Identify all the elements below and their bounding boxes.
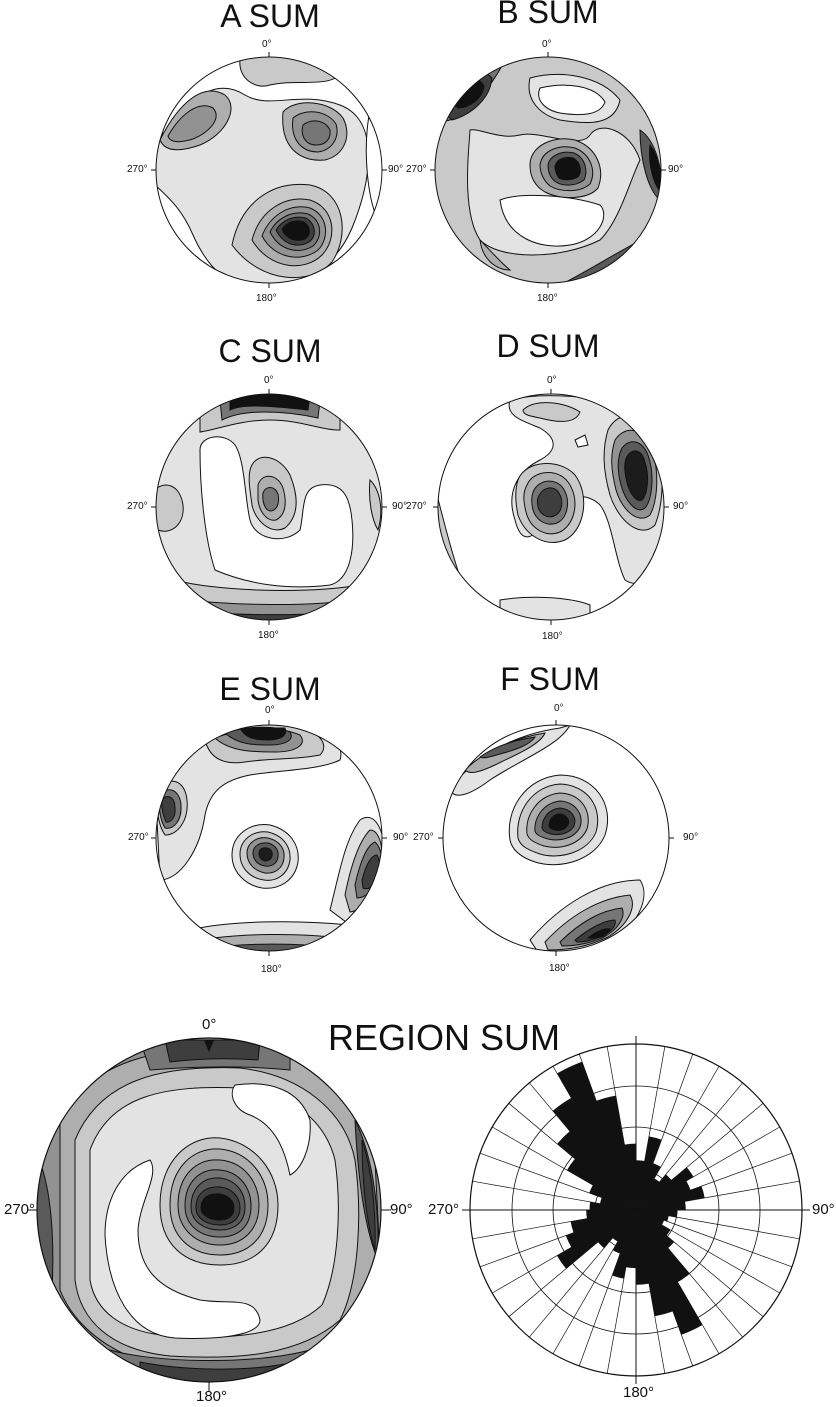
rose-petal (589, 1201, 636, 1210)
rose-petal (636, 1210, 703, 1335)
net-d-title: D SUM (496, 328, 600, 364)
rose-petal (636, 1180, 691, 1210)
net-c-title: C SUM (218, 333, 322, 369)
rose-petal (636, 1210, 671, 1236)
rose-petal (589, 1185, 636, 1210)
region-contour-label-e: 90° (390, 1201, 413, 1218)
net-b-label-w: 270° (406, 164, 427, 175)
net-a-label-w: 270° (127, 164, 148, 175)
rose-petal (566, 1158, 636, 1210)
net-a-label-n: 0° (262, 39, 272, 50)
net-a-label-s: 180° (256, 293, 277, 304)
rose-petal (597, 1210, 636, 1249)
net-c (155, 393, 383, 621)
net-e-title: E SUM (219, 671, 321, 707)
region-contour-net (27, 1037, 391, 1392)
net-f-title: F SUM (500, 661, 600, 697)
region-contour-label-n: 0° (202, 1016, 217, 1033)
rose-petal (636, 1163, 661, 1210)
rose-petal (636, 1201, 686, 1210)
rose-petal (557, 1131, 636, 1210)
net-f-label-s: 180° (549, 963, 570, 974)
rose-petal (636, 1210, 673, 1317)
net-b-label-e: 90° (668, 164, 684, 175)
rose-petal (557, 1061, 636, 1210)
net-d-label-n: 0° (547, 375, 557, 386)
net-f-label-e: 90° (683, 832, 699, 843)
net-f-label-n: 0° (554, 703, 564, 714)
net-b (434, 56, 662, 284)
rose-petal (624, 1143, 636, 1210)
rose-petal (636, 1210, 690, 1282)
rose-label-w: 270° (428, 1201, 460, 1218)
region-contour-label-s: 180° (196, 1388, 228, 1405)
net-c-label-s: 180° (258, 630, 279, 641)
net-d-label-w: 270° (406, 501, 427, 512)
net-ticks (151, 52, 674, 956)
net-d (437, 393, 665, 621)
rose-petal (565, 1210, 636, 1248)
rose-petal (636, 1186, 705, 1210)
net-e-label-s: 180° (261, 964, 282, 975)
rose-spoke (635, 1209, 764, 1317)
rose-petal (636, 1160, 645, 1210)
region-title: REGION SUM (328, 1017, 561, 1058)
rose-petal (636, 1210, 665, 1225)
rose-petal (636, 1167, 694, 1210)
net-b-label-n: 0° (542, 39, 552, 50)
net-e-label-n: 0° (265, 705, 275, 716)
rose-petal (625, 1210, 636, 1269)
net-d-label-e: 90° (673, 501, 689, 512)
rose-petal (586, 1210, 636, 1219)
net-e (155, 724, 383, 952)
rose-petal (556, 1210, 636, 1269)
net-c-label-n: 0° (264, 375, 274, 386)
rose-petal (612, 1210, 636, 1279)
net-f (442, 724, 670, 952)
rose-petal (612, 1210, 636, 1242)
rose-petal (636, 1136, 662, 1210)
net-d-label-s: 180° (542, 631, 563, 642)
rose-petal (636, 1210, 649, 1285)
net-a-title: A SUM (220, 0, 320, 34)
net-f-label-w: 270° (413, 832, 434, 843)
rose-label-e: 90° (812, 1201, 835, 1218)
net-c-label-e: 90° (392, 501, 408, 512)
rose-label-s: 180° (623, 1384, 655, 1401)
rose-petal (636, 1178, 660, 1210)
rose-petal (636, 1174, 672, 1210)
rose-petal (570, 1210, 636, 1233)
net-a-label-e: 90° (388, 164, 404, 175)
rose-petal (636, 1210, 675, 1249)
rose-petal (596, 1095, 636, 1210)
net-b-title: B SUM (497, 0, 599, 30)
rose-petal (636, 1210, 669, 1222)
rose-petal (600, 1197, 636, 1210)
net-e-label-w: 270° (128, 832, 149, 843)
rose-petal (612, 1210, 636, 1254)
net-e-label-e: 90° (393, 832, 409, 843)
rose-petal (552, 1097, 636, 1210)
net-a (155, 56, 383, 284)
net-b-label-s: 180° (537, 293, 558, 304)
net-c-label-w: 270° (127, 501, 148, 512)
rose-diagram (462, 1036, 810, 1384)
region-contour-label-w: 270° (4, 1201, 36, 1218)
north-arrow-icon (204, 1040, 214, 1052)
rose-petal (636, 1210, 678, 1218)
